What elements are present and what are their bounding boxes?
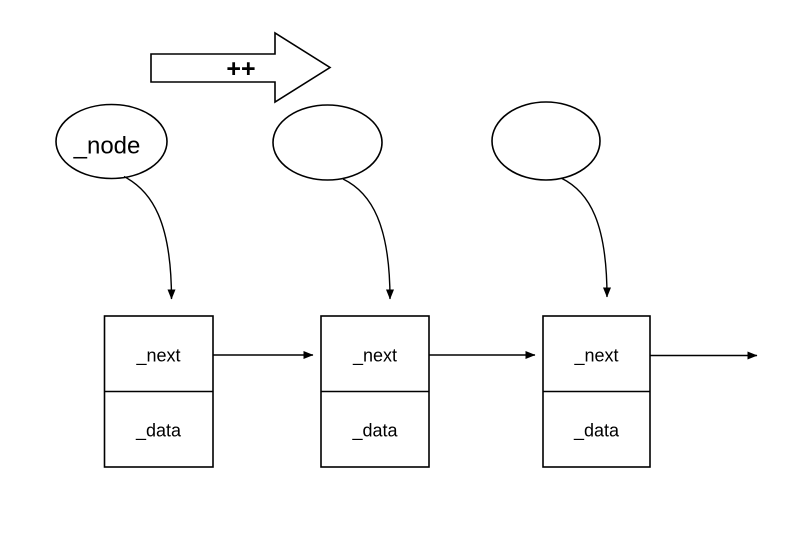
block-arrow-shape (150, 31, 332, 104)
pointer-arrow-2 (342, 178, 394, 300)
pointer-arrow-1 (123, 175, 176, 300)
node-box-2: _next _data (320, 315, 430, 468)
node-box-3: _next _data (542, 315, 651, 468)
pointer-ellipse-1: _node (55, 103, 168, 180)
node-box-1: _next _data (103, 315, 214, 468)
ellipse-shape (55, 103, 168, 180)
pointer-label: _node (73, 133, 141, 160)
data-cell-label: _data (135, 421, 182, 442)
next-cell-label: _next (135, 346, 180, 367)
pointer-arrow-3 (560, 177, 611, 298)
pointer-ellipse-2 (272, 104, 383, 181)
next-cell-label: _next (352, 346, 397, 367)
increment-label: ++ (226, 55, 255, 83)
increment-block-arrow: ++ (150, 31, 332, 104)
data-cell-label: _data (351, 421, 398, 442)
data-cell-label: _data (573, 421, 620, 442)
pointer-ellipse-3 (491, 101, 601, 181)
next-cell-label: _next (573, 346, 618, 367)
